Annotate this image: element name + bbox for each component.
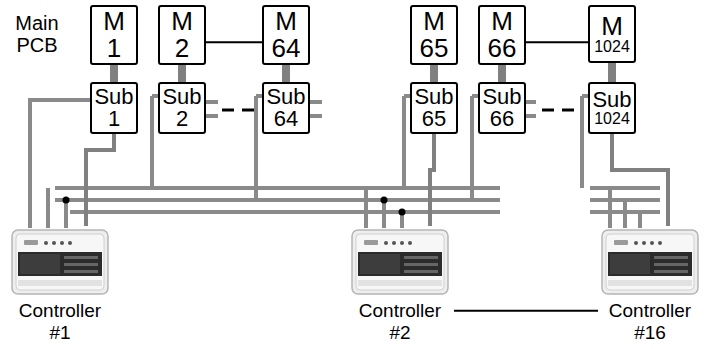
wired-controller: Controller #1	[6, 226, 114, 345]
cable-connector	[430, 65, 438, 82]
main-pcb-box: M1	[90, 5, 138, 65]
board-label: M	[171, 8, 193, 35]
ellipsis-dash	[542, 109, 574, 112]
controller-illustration	[350, 226, 450, 298]
junction-dot	[381, 197, 388, 204]
cable-connector	[430, 134, 434, 226]
sub-wire	[206, 102, 218, 116]
sub-wire	[526, 102, 536, 116]
group-label: Main PCB	[4, 12, 70, 56]
link-line	[454, 310, 598, 312]
sub-pcb-box: Sub1	[90, 82, 138, 134]
board-number: 66	[490, 108, 514, 130]
sub-pcb-box: Sub65	[410, 82, 458, 134]
sub-pcb-box: Sub2	[158, 82, 206, 134]
cable-connector	[282, 65, 290, 82]
board-number: 1024	[594, 39, 630, 55]
board-label: Sub	[414, 86, 453, 108]
cable-connector	[86, 134, 114, 226]
wired-controller: Controller #16	[598, 226, 702, 345]
cable-connector	[110, 65, 118, 82]
junction-dot	[63, 197, 70, 204]
controller-illustration	[10, 226, 110, 298]
cable-connector	[178, 65, 186, 82]
board-number: 64	[274, 108, 298, 130]
board-label: Sub	[162, 86, 201, 108]
main-pcb-box: M1024	[588, 5, 636, 63]
board-number: 66	[488, 35, 517, 62]
board-label: M	[103, 8, 125, 35]
board-number: 64	[272, 35, 301, 62]
controller-number: #2	[389, 323, 410, 342]
board-label: M	[275, 8, 297, 35]
controller-illustration	[600, 226, 700, 298]
wired-controller: Controller #2	[346, 226, 454, 345]
controller-wire	[366, 188, 402, 228]
controller-label: Controller	[609, 301, 691, 320]
main-pcb-box: M65	[410, 5, 458, 65]
controller-number: #16	[634, 323, 666, 342]
board-number: 1	[108, 108, 120, 130]
main-pcb-box: M64	[262, 5, 310, 65]
board-label: M	[601, 13, 623, 40]
bus-line	[55, 188, 500, 212]
link-line	[526, 41, 588, 43]
board-number: 2	[176, 108, 188, 130]
main-pcb-box: M66	[478, 5, 526, 65]
cable-connector	[612, 134, 668, 226]
board-label: M	[491, 8, 513, 35]
controller-number: #1	[49, 323, 70, 342]
sub-pcb-box: Sub66	[478, 82, 526, 134]
board-label: Sub	[482, 86, 521, 108]
board-label: Sub	[94, 86, 133, 108]
link-line	[206, 41, 262, 43]
controller-wire	[610, 188, 640, 228]
board-number: 1	[107, 35, 121, 62]
ellipsis-dash	[222, 109, 254, 112]
board-number: 1024	[594, 111, 630, 127]
controller-label: Controller	[19, 301, 101, 320]
board-number: 2	[175, 35, 189, 62]
sub-pcb-box: Sub64	[262, 82, 310, 134]
sub-wire	[310, 102, 322, 116]
sub-pcb-box: Sub1024	[588, 82, 636, 134]
cable-connector	[608, 63, 616, 82]
board-label: M	[423, 8, 445, 35]
junction-dots	[63, 197, 406, 216]
controller-label: Controller	[359, 301, 441, 320]
board-number: 65	[420, 35, 449, 62]
main-pcb-box: M2	[158, 5, 206, 65]
cable-connector	[498, 65, 506, 82]
board-label: Sub	[592, 89, 631, 111]
board-label: Sub	[266, 86, 305, 108]
controller-wire	[48, 188, 66, 228]
controller-wire	[30, 100, 90, 228]
board-number: 65	[422, 108, 446, 130]
junction-dot	[399, 209, 406, 216]
